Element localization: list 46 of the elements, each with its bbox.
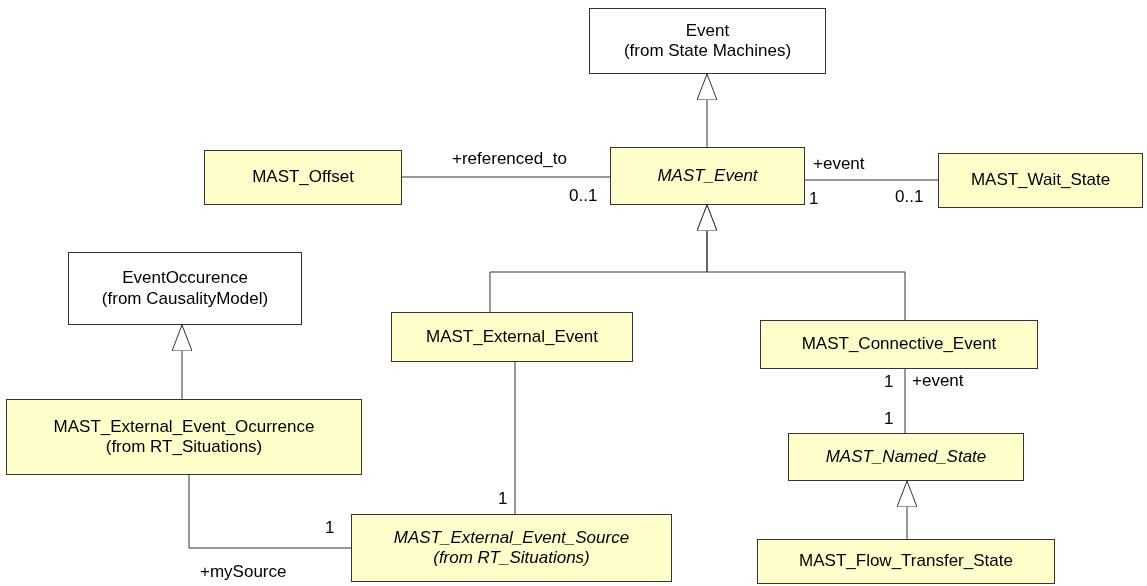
role-label: +event [813,155,865,174]
multiplicity-label: 1 [809,190,819,209]
class-name: MAST_Named_State [825,446,987,468]
generalization-arrow [696,204,906,321]
role-label: +event [912,372,964,391]
class-box [610,147,805,205]
class-name: Event [685,20,730,41]
class-name: MAST_Wait_State [970,170,1111,191]
class-name: MAST_Event [657,165,758,187]
role-label: +mySource [200,563,287,582]
class-name: MAST_External_Event_Source [393,527,630,548]
generalization-arrow [696,73,718,148]
association-line [514,361,516,515]
class-box [757,539,1055,584]
class-name: MAST_Connective_Event [801,334,997,355]
package-note: (from CausalityModel) [101,288,269,309]
package-note: (from RT_Situations) [105,437,263,458]
class-box [204,150,402,205]
multiplicity-label: 0..1 [569,187,598,206]
multiplicity-label: 1 [325,519,335,538]
class-name: EventOccurence [122,268,248,289]
class-box [788,433,1024,481]
class-name: MAST_External_Event_Ocurrence [53,416,315,437]
generalization-arrow [896,480,918,540]
class-box [391,312,633,362]
association-line [401,176,611,178]
multiplicity-label: 1 [884,373,894,392]
package-note: (from State Machines) [623,41,792,62]
association-line [904,368,906,434]
role-label: +referenced_to [452,150,567,169]
class-box [589,8,826,74]
association-line [804,179,939,181]
association-line [188,474,352,549]
package-note: (from RT_Situations) [433,548,590,569]
multiplicity-label: 1 [498,490,508,509]
generalization-arrow [171,324,193,400]
class-box [938,153,1143,208]
class-box [68,252,302,325]
multiplicity-label: 1 [884,410,894,429]
class-name: MAST_Flow_Transfer_State [799,551,1013,572]
multiplicity-label: 0..1 [895,188,924,207]
class-name: MAST_External_Event [426,326,598,348]
class-box [760,320,1038,369]
class-box [351,514,672,582]
class-name: MAST_Offset [252,167,354,188]
class-box [6,399,362,475]
